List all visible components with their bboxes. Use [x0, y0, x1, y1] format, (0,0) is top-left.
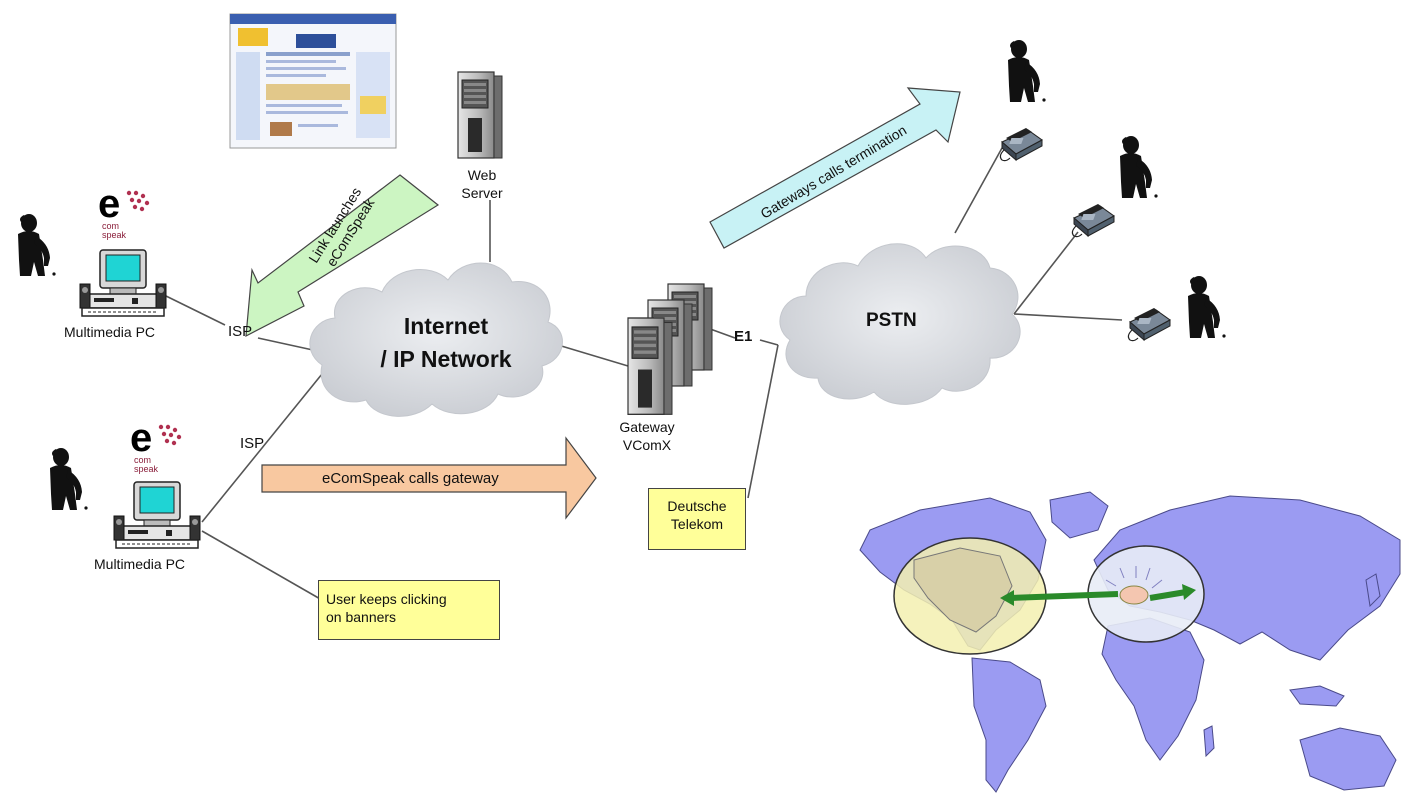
internet-cloud — [309, 262, 563, 417]
internet-label-line1: Internet — [403, 313, 489, 339]
gateway-label-line2: VComX — [622, 437, 672, 453]
pstn-cloud — [779, 243, 1021, 405]
ecomspeak-logo-top: e com speak — [98, 182, 150, 240]
deutsche-telekom-note: Deutsche Telekom — [648, 488, 746, 550]
isp-label-bottom: ISP — [240, 435, 265, 452]
calls-gateway-arrow — [261, 436, 597, 520]
logo-text: com speak — [134, 455, 159, 474]
multimedia-pc-icon — [79, 249, 201, 549]
multimedia-pc-label-top: Multimedia PC — [64, 324, 156, 340]
double-arrow-icon — [1000, 584, 1196, 606]
isp-label-top: ISP — [228, 323, 253, 340]
deutsche-telekom-line1: Deutsche — [667, 498, 727, 514]
world-map-icon — [859, 491, 1401, 793]
web-server-label-line2: Server — [461, 185, 503, 201]
logo-letter: e — [130, 416, 153, 460]
telephone-icon — [999, 127, 1171, 342]
internet-label: Internet / IP Network — [376, 310, 516, 376]
e1-label: E1 — [734, 328, 753, 345]
user-clicks-note: User keeps clicking on banners — [318, 580, 500, 640]
gateway-label-line1: Gateway — [619, 419, 675, 435]
gateway-label: Gateway VComX — [602, 418, 692, 454]
ecomspeak-logo-bottom: e com speak — [130, 416, 182, 474]
deutsche-telekom-line2: Telekom — [670, 516, 724, 532]
web-page-screenshot-icon — [229, 13, 397, 149]
logo-dots-icon — [126, 190, 150, 212]
link-launches-arrow — [245, 174, 440, 338]
user-clicks-line2: on banners — [326, 609, 397, 625]
logo-text: com speak — [102, 221, 127, 240]
termination-label: Gateways calls termination — [758, 122, 910, 222]
calls-gateway-label: eComSpeak calls gateway — [322, 470, 499, 487]
termination-arrow — [709, 87, 961, 249]
user-clicks-line1: User keeps clicking — [326, 591, 447, 607]
gateway-server-icon — [627, 283, 713, 415]
multimedia-pc-label-bottom: Multimedia PC — [94, 556, 186, 572]
web-server-label: Web Server — [452, 166, 512, 202]
web-server-label-line1: Web — [467, 167, 497, 183]
pstn-label: PSTN — [866, 310, 917, 331]
logo-dots-icon — [158, 424, 182, 446]
server-icon — [457, 71, 503, 159]
internet-label-line2: / IP Network — [380, 346, 512, 372]
logo-letter: e — [98, 182, 121, 226]
